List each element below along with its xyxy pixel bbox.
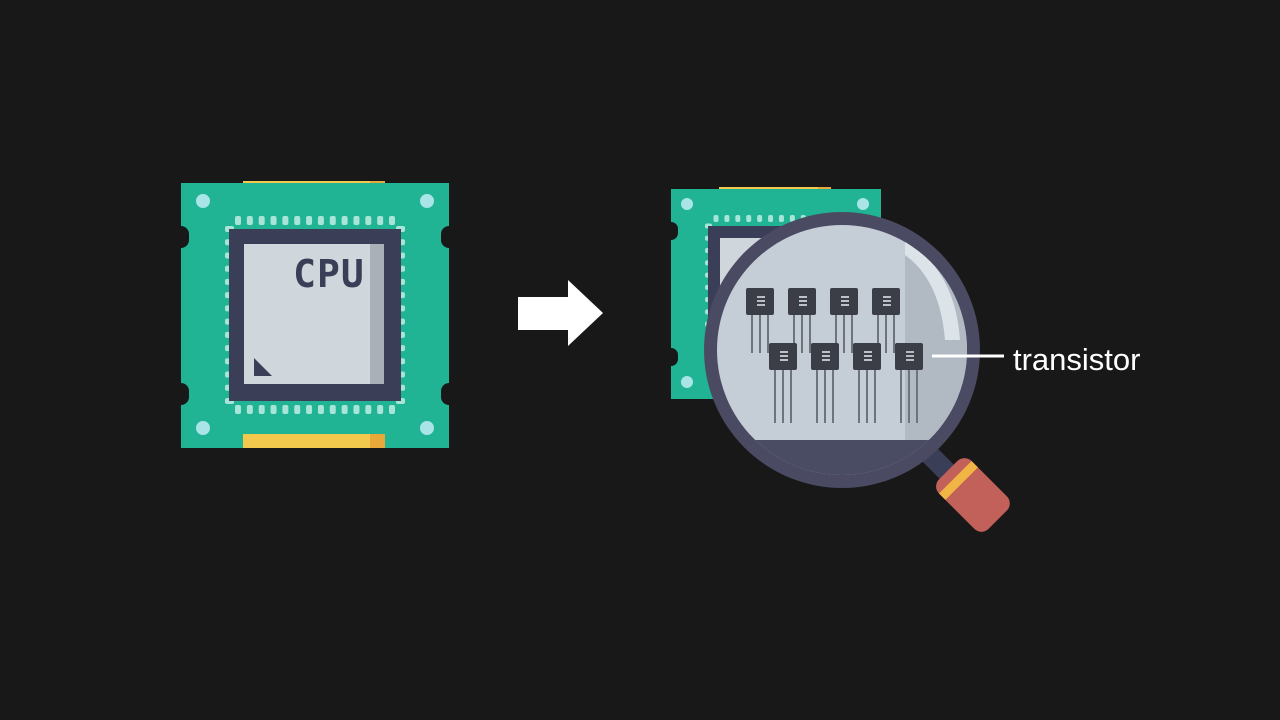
transistor-label: transistor [1013, 342, 1140, 377]
